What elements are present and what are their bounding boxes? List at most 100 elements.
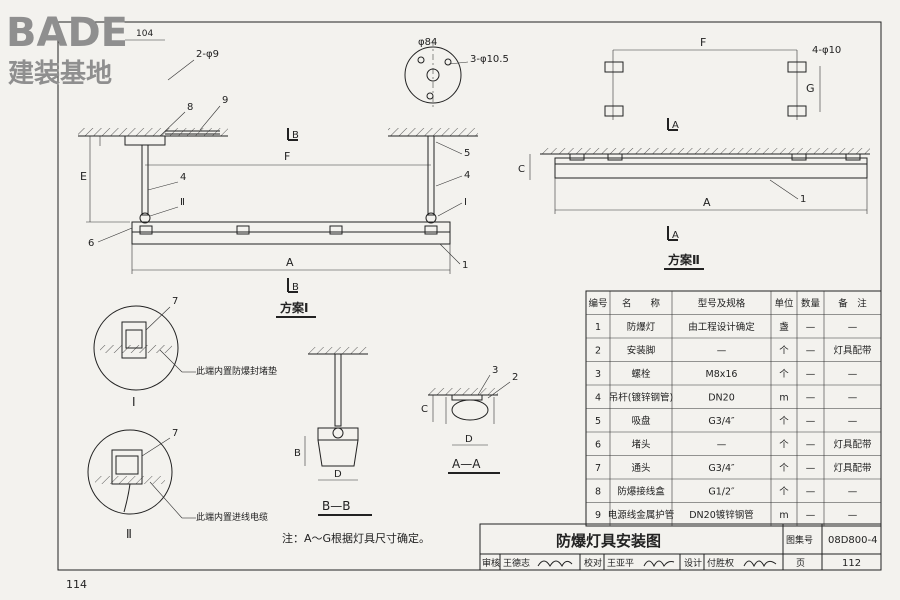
table-cell: — [806,510,816,521]
section-mark-a: A [672,120,679,131]
section-aa-label: A—A [452,457,481,471]
dim-f2-label: F [700,36,706,49]
table-cell: 5 [595,416,601,427]
table-cell: m [779,392,788,403]
table-cell: 4 [595,392,601,403]
table-cell: — [806,439,816,450]
table-cell: — [806,416,816,427]
table-cell: DN20镀锌钢管 [689,509,754,521]
table-cell: 1 [595,322,601,333]
section-mark-b: B [292,130,299,141]
junction-box [124,135,166,146]
dim-e-label: E [80,170,87,183]
detail-2: 7 此端内置进线电缆 Ⅱ [87,428,268,541]
table-header: 编号 [588,297,607,309]
detail-1-note: 此端内置防爆封堵垫 [196,365,277,377]
table-cell: — [806,463,816,474]
section-bb: B D B—B [294,347,372,516]
table-cell: G3/4″ [708,416,735,427]
svg-text:BADE: BADE [6,10,128,56]
holes-label: 2-φ9 [196,49,219,60]
section-mark-b: B [292,282,299,293]
dim-d-label: D [334,469,342,480]
reviewer-name: 王德志 [503,557,530,569]
suspension-rod [427,135,435,216]
table-cell: 堵头 [631,438,650,450]
dim-g-label: G [806,82,815,95]
scheme-2-view: F G 4-φ10 A C A 1 A 方案Ⅱ [518,36,870,270]
table-cell: 由工程设计确定 [688,321,755,333]
drawing-border [57,21,882,571]
dim-a-label: A [286,256,294,269]
table-header: 名 称 [622,297,661,309]
detail-1: 7 此端内置防爆封堵垫 Ⅰ [93,296,277,409]
table-cell: 盏 [779,321,789,333]
table-cell: 6 [595,439,601,450]
title-block: 防爆灯具安装图 图集号 08D800-4 页 112 审核 王德志 校对 王亚平… [479,523,882,571]
table-cell: — [848,322,858,333]
suspension-rod [141,144,149,216]
table-header: 数量 [801,297,821,309]
table-cell: — [848,486,858,497]
dim-c2-label: C [518,164,525,175]
dim-a2-label: A [703,196,711,209]
dim-d-aa-label: D [465,434,473,445]
scheme-1-title: 方案Ⅰ [280,300,308,315]
checker-signature [643,560,675,568]
detail-1-circle [93,305,179,391]
table-cell: 个 [779,463,789,474]
reviewer-signature [537,560,573,568]
callout-1: 1 [462,260,468,271]
table-cell: — [806,392,816,403]
watermark-logo: BADE 建装基地 [6,10,128,89]
table-header: 备 注 [838,297,867,309]
design-label: 设计 [684,557,702,569]
callout-4-right: 4 [464,170,470,181]
section-bb-label: B—B [322,499,350,513]
atlas-label: 图集号 [786,534,813,546]
table-cell: 通头 [631,462,650,474]
holes-4-label: 4-φ10 [812,45,841,56]
table-cell: — [848,510,858,521]
review-label: 审核 [482,557,500,569]
holes-3-label: 3-φ10.5 [470,54,509,65]
table-cell: — [848,369,858,380]
detail-2-label: Ⅱ [126,527,132,541]
callout-detail-1: Ⅰ [464,197,467,208]
callout-1-scheme2: 1 [800,194,806,205]
atlas-number: 08D800-4 [828,535,877,546]
table-cell: 防爆接线盒 [617,485,665,497]
round-mount-view: φ84 3-φ10.5 5 4 Ⅰ [404,37,509,217]
table-cell: — [806,486,816,497]
round-plate [404,46,462,104]
table-cell: 灯具配带 [833,463,872,474]
callout-6: 6 [88,238,94,249]
table-cell: 吸盘 [631,415,651,427]
table-cell: — [848,416,858,427]
table-cell: G1/2″ [708,486,735,497]
scheme-2-title: 方案Ⅱ [668,252,700,267]
dimension-note: 注：A～G根据灯具尺寸确定。 [282,531,430,545]
table-cell: m [779,510,788,521]
table-cell: 吊杆(镀锌钢管) [609,391,673,403]
detail-2-callout-7: 7 [172,428,178,439]
dim-b-label: B [294,448,301,459]
table-cell: 个 [779,369,789,380]
table-cell: 8 [595,486,601,497]
table-cell: 个 [779,439,789,450]
dia-84-label: φ84 [418,37,437,48]
detail-1-label: Ⅰ [132,395,136,409]
table-cell: 9 [595,510,601,521]
callout-4: 4 [180,172,186,183]
table-cell: 螺栓 [631,368,651,380]
table-cell: 安装脚 [627,344,656,356]
table-cell: 个 [779,486,789,497]
page-label: 页 [796,558,805,569]
table-cell: 7 [595,463,601,474]
callout-detail-2: Ⅱ [180,197,185,208]
section-aa: C D 3 2 A—A [421,365,518,474]
designer-signature [743,560,777,568]
drawing-title: 防爆灯具安装图 [556,532,661,550]
